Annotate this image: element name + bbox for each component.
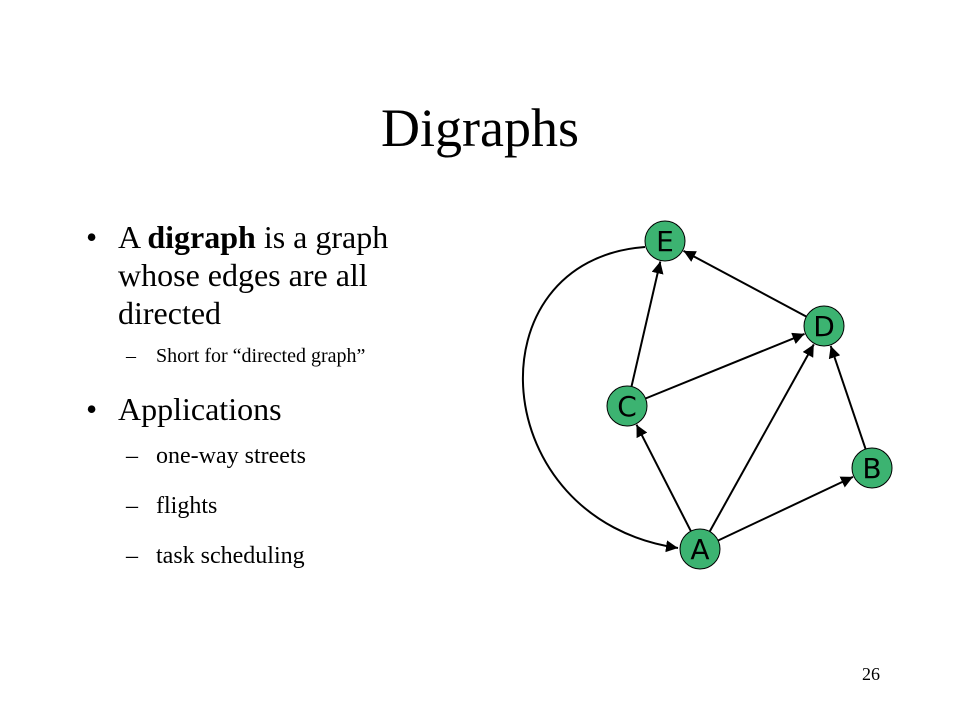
bullet-digraph-definition: • A digraph is a graph whose edges are a… bbox=[86, 218, 466, 332]
page-number: 26 bbox=[862, 664, 880, 684]
node-label: E bbox=[656, 225, 674, 258]
sub-bullet-flights: – flights bbox=[86, 492, 466, 520]
node-label: B bbox=[862, 452, 881, 485]
edge-a-to-c bbox=[635, 424, 692, 532]
edge-e-to-a bbox=[521, 246, 679, 553]
edge-a-to-d bbox=[708, 343, 815, 532]
slide-title: Digraphs bbox=[381, 98, 579, 158]
node-circle bbox=[679, 528, 721, 570]
node-e: E bbox=[644, 220, 686, 262]
dash-symbol: – bbox=[126, 543, 138, 569]
edge-a-to-b bbox=[717, 475, 854, 542]
dash-symbol: – bbox=[126, 443, 138, 469]
node-label: C bbox=[617, 390, 637, 423]
node-label: D bbox=[813, 310, 835, 343]
bullet-applications: • Applications bbox=[86, 390, 466, 428]
node-b: B bbox=[851, 447, 893, 489]
bullet-text-suffix: is a graph whose edges are all directed bbox=[118, 219, 389, 331]
bullet-symbol: • bbox=[86, 219, 98, 255]
dash-symbol: – bbox=[126, 345, 136, 367]
edge-c-to-d bbox=[645, 332, 805, 400]
node-circle bbox=[851, 447, 893, 489]
node-circle bbox=[644, 220, 686, 262]
edge-b-to-d bbox=[828, 345, 867, 450]
sub-bullet-short-for: – Short for “directed graph” bbox=[86, 344, 466, 368]
node-circle bbox=[606, 385, 648, 427]
node-c: C bbox=[606, 385, 648, 427]
sub-bullet-text: Short for “directed graph” bbox=[156, 345, 366, 367]
node-d: D bbox=[803, 305, 845, 347]
sub-bullet-one-way-streets: – one-way streets bbox=[86, 442, 466, 470]
sub-bullet-text: one-way streets bbox=[156, 443, 306, 469]
sub-bullet-task-scheduling: – task scheduling bbox=[86, 542, 466, 570]
edge-d-to-e bbox=[683, 250, 807, 318]
bullet-term: digraph bbox=[147, 219, 256, 255]
sub-bullet-text: task scheduling bbox=[156, 543, 305, 569]
bullet-symbol: • bbox=[86, 391, 98, 427]
node-a: A bbox=[679, 528, 721, 570]
bullet-text-prefix: A bbox=[118, 219, 148, 255]
node-label: A bbox=[690, 533, 709, 566]
bullet-list: • A digraph is a graph whose edges are a… bbox=[86, 218, 466, 592]
sub-bullet-text: flights bbox=[156, 493, 218, 519]
node-circle bbox=[803, 305, 845, 347]
edge-c-to-e bbox=[630, 261, 664, 387]
dash-symbol: – bbox=[126, 493, 138, 519]
bullet-text: Applications bbox=[118, 391, 282, 427]
